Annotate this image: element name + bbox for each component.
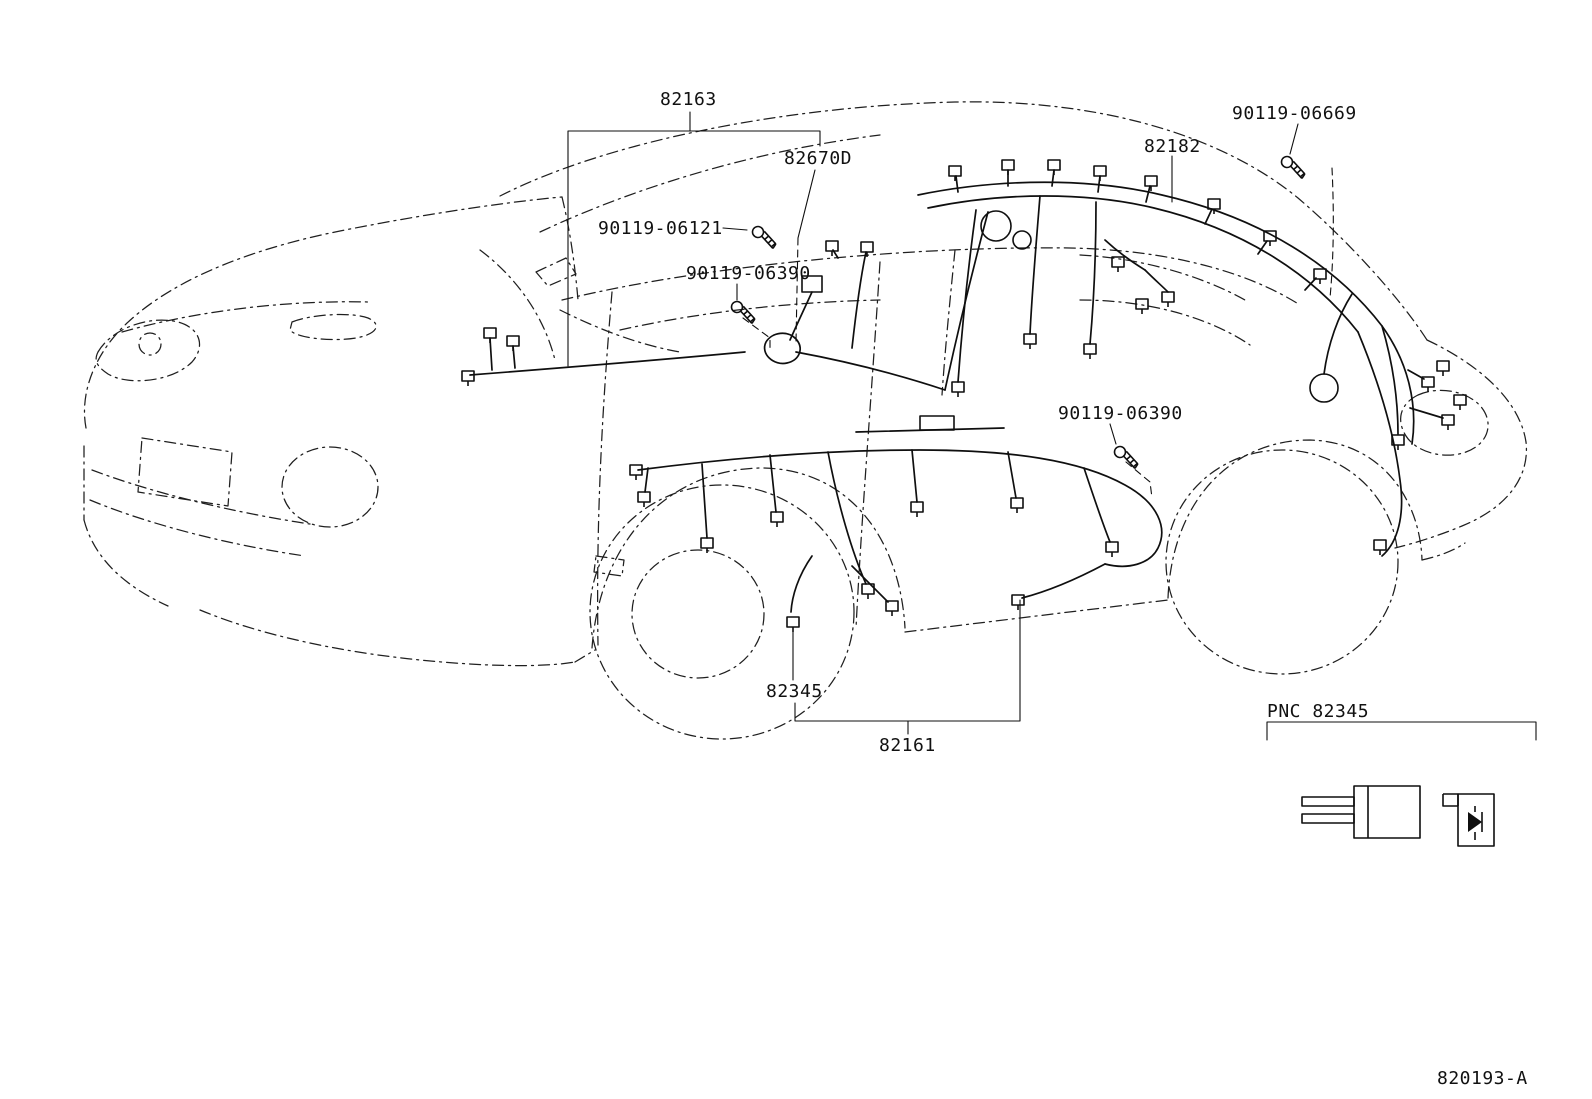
diode-symbol-icon — [1442, 793, 1495, 847]
connector-icon — [1301, 785, 1421, 839]
pnc-title: PNC 82345 — [1267, 701, 1370, 722]
car-body-outline — [83, 101, 1528, 740]
pnc-part-illustrations — [1301, 785, 1495, 847]
callout-screw-90119-06390-front: 90119-06390 — [686, 263, 811, 284]
callout-harness-82163: 82163 — [660, 89, 717, 110]
callout-junction-82670d: 82670D — [784, 148, 853, 169]
callout-diode-82345: 82345 — [766, 681, 823, 702]
callout-screw-90119-06669: 90119-06669 — [1232, 103, 1357, 124]
callout-leader-lines — [567, 111, 1537, 741]
callout-screw-90119-06390-rear: 90119-06390 — [1058, 403, 1183, 424]
screw-icon — [1111, 444, 1142, 470]
screw-icon — [749, 224, 780, 250]
drawing-code: 820193-A — [1437, 1068, 1528, 1089]
callout-screw-90119-06121: 90119-06121 — [598, 218, 723, 239]
callout-harness-82182: 82182 — [1144, 136, 1201, 157]
screw-icon — [1278, 154, 1309, 180]
screw-icon — [728, 299, 759, 325]
screw-icons — [728, 154, 1309, 470]
wiring-harness-lines — [461, 159, 1467, 633]
callout-harness-82161: 82161 — [879, 735, 936, 756]
